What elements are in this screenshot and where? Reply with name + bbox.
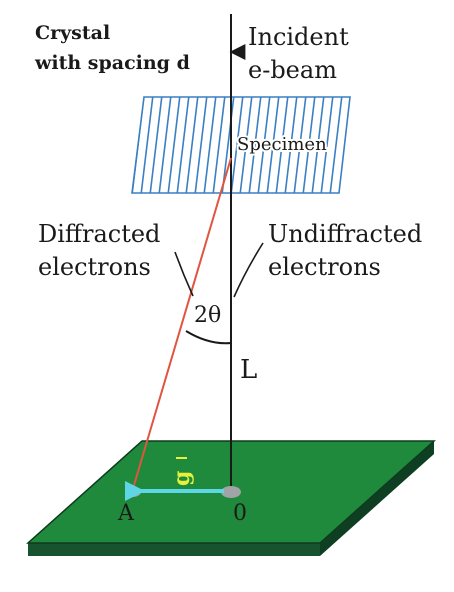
crystal-plane-stripe [248, 97, 262, 193]
incident-label-line2: e-beam [248, 56, 337, 84]
crystal-plane-stripe [194, 97, 208, 193]
crystal-plane-stripe [230, 97, 244, 193]
crystal-plane-stripe [176, 97, 190, 193]
detector-screen [26, 440, 436, 556]
crystal-plane-stripe [284, 97, 298, 193]
spot-a [125, 487, 141, 497]
undiffracted-label-line1: Undiffracted [268, 220, 422, 248]
crystal-label-line2: with spacing d [34, 52, 190, 74]
crystal-label-line1: Crystal [35, 22, 110, 44]
screen-right-face [320, 441, 434, 556]
crystal-plane-stripe [149, 97, 163, 193]
angle-arc [185, 330, 232, 345]
specimen-slab [114, 95, 369, 195]
point-origin-label: 0 [233, 501, 247, 526]
crystal-plane-stripe [185, 97, 199, 193]
crystal-plane-stripe [203, 97, 217, 193]
angle-label: 2θ [194, 303, 221, 328]
crystal-plane-stripe [311, 97, 325, 193]
diffracted-ray [131, 157, 232, 493]
crystal-plane-stripe [257, 97, 271, 193]
undiffracted-pointer [233, 242, 264, 298]
crystal-plane-stripe [239, 97, 253, 193]
crystal-plane-stripe [320, 97, 334, 193]
point-a-label: A [117, 501, 135, 526]
crystal-plane-stripe [293, 97, 307, 193]
crystal-plane-stripe [275, 97, 289, 193]
diffracted-label-line2: electrons [38, 253, 151, 281]
crystal-plane-stripe [329, 97, 343, 193]
screen-side-face [28, 543, 320, 556]
diffracted-label-line1: Diffracted [38, 220, 160, 248]
crystal-plane-stripe [114, 95, 126, 195]
crystal-plane-stripe [212, 97, 226, 193]
specimen-label: Specimen [237, 134, 327, 155]
undiffracted-label-line2: electrons [268, 253, 381, 281]
crystal-plane-stripe [140, 97, 154, 193]
crystal-plane-stripe [347, 97, 350, 193]
incident-label-line1: Incident [248, 23, 349, 51]
crystal-plane-stripe [167, 97, 181, 193]
spot-origin [221, 486, 241, 498]
crystal-plane-stripe [302, 97, 316, 193]
crystal-plane-stripe [357, 95, 369, 195]
distance-label: L [240, 355, 257, 385]
crystal-plane-stripe [158, 97, 172, 193]
diffracted-pointer [174, 251, 194, 297]
crystal-plane-stripe [266, 97, 280, 193]
g-vector-label: g [169, 471, 195, 486]
